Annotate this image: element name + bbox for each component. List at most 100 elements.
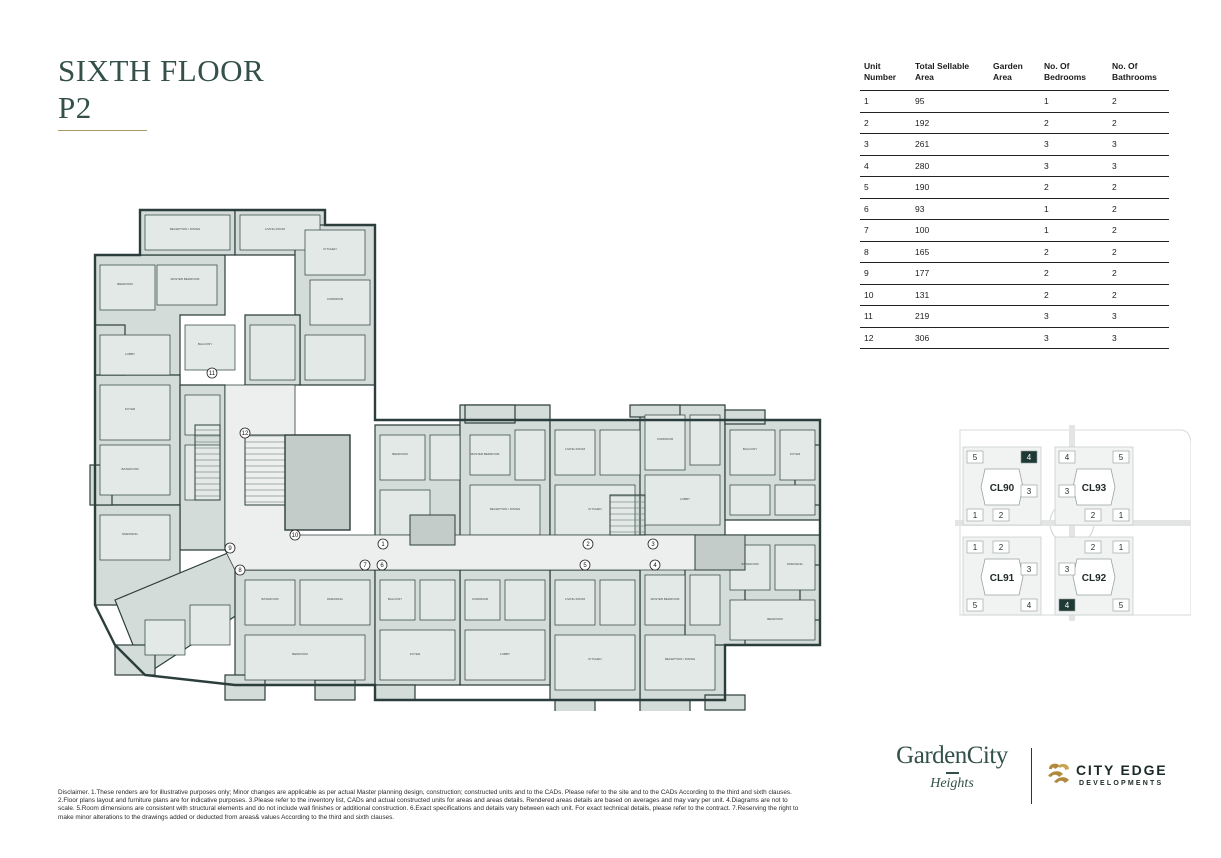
room	[144, 214, 231, 251]
cell-unit-number: 9	[860, 262, 911, 285]
room-label: RECEPTION / DINING	[170, 227, 201, 231]
cell-garden-area	[989, 305, 1040, 328]
keymap-building-label: CL90	[990, 483, 1015, 494]
unit-marker-label: 2	[586, 542, 590, 548]
room	[249, 324, 296, 381]
unit-marker-circle	[582, 538, 594, 550]
keymap-building-label: CL92	[1082, 573, 1107, 584]
unit-marker-label: 6	[380, 563, 384, 569]
unit-marker-label: 11	[209, 371, 216, 377]
unit-marker-circle	[377, 538, 389, 550]
keymap-building-core	[1072, 558, 1116, 596]
cell-bedrooms: 3	[1040, 133, 1108, 156]
keymap-unit-number: 3	[1027, 487, 1032, 496]
room	[729, 599, 816, 641]
room	[244, 634, 366, 681]
cell-unit-number: 2	[860, 112, 911, 134]
keymap-building-core	[980, 468, 1024, 506]
stair-core	[244, 434, 286, 506]
page-title: SIXTH FLOOR P2	[58, 52, 264, 126]
cell-unit-number: 5	[860, 176, 911, 199]
room-label: BEDROOM	[292, 652, 308, 656]
unit-marker: 10	[289, 529, 301, 541]
header-sellable-area: Total Sellable Area	[911, 58, 989, 91]
title-underline	[58, 130, 147, 131]
cell-sellable-area: 192	[911, 112, 989, 134]
keymap-unit-box	[992, 540, 1010, 554]
cell-bedrooms: 2	[1040, 112, 1108, 134]
room-label: MASTER BEDROOM	[471, 452, 500, 456]
room-label: MASTER BEDROOM	[171, 277, 200, 281]
room	[184, 324, 236, 371]
units-table: Unit Number Total Sellable Area Garden A…	[860, 58, 1169, 349]
cell-unit-number: 1	[860, 90, 911, 113]
keymap-unit-number: 3	[1065, 487, 1070, 496]
cell-unit-number: 12	[860, 327, 911, 349]
cell-unit-number: 7	[860, 219, 911, 242]
room-label: LOBBY	[125, 352, 135, 356]
cell-sellable-area: 93	[911, 198, 989, 220]
unit-marker: 2	[582, 538, 594, 550]
title-block: P2	[58, 90, 92, 125]
keymap-unit-box	[1020, 598, 1038, 612]
room-label: LOBBY	[500, 652, 510, 656]
room-label: BEDROOM	[767, 617, 783, 621]
keymap-unit-box	[1112, 450, 1130, 464]
table-header-row: Unit Number Total Sellable Area Garden A…	[860, 58, 1169, 91]
room	[304, 229, 366, 276]
unit-marker-circle	[234, 564, 246, 576]
header-bathrooms: No. Of Bathrooms	[1108, 58, 1169, 91]
gardencity-wordmark: GardenCity	[896, 742, 1008, 769]
room-label: RECEPTION / DINING	[665, 657, 696, 661]
unit-marker-label: 4	[653, 563, 657, 569]
keymap-unit-number: 2	[1091, 511, 1096, 520]
room	[464, 579, 501, 621]
room-label: KITCHEN	[323, 247, 336, 251]
keymap-unit-box	[1058, 450, 1076, 464]
keymap-unit-box	[966, 450, 984, 464]
room-label: BEDROOM	[392, 452, 408, 456]
cityedge-wordmark: CITY EDGE	[1076, 762, 1168, 778]
cell-garden-area	[989, 262, 1040, 285]
room	[469, 484, 541, 536]
room	[144, 619, 186, 656]
room-label: BATHROOM	[741, 562, 759, 566]
room	[156, 264, 218, 306]
room-label: FOYER	[410, 652, 421, 656]
room	[554, 579, 596, 626]
cell-garden-area	[989, 219, 1040, 242]
unit-marker-label: 8	[238, 568, 242, 574]
room	[729, 429, 776, 476]
room-label: CORRIDOR	[657, 437, 674, 441]
cell-sellable-area: 306	[911, 327, 989, 349]
cell-bedrooms: 2	[1040, 176, 1108, 199]
unit-marker: 12	[239, 427, 251, 439]
disclaimer-text: Disclaimer. 1.These renders are for illu…	[58, 789, 799, 821]
unit-marker-label: 7	[363, 563, 367, 569]
cell-bedrooms: 1	[1040, 90, 1108, 113]
room-label: LIVING ROOM	[565, 447, 586, 451]
cell-unit-number: 8	[860, 241, 911, 263]
cell-bedrooms: 2	[1040, 284, 1108, 306]
room	[689, 574, 721, 626]
room	[779, 429, 816, 481]
keymap-unit-box	[1084, 540, 1102, 554]
room	[554, 429, 596, 476]
keymap-unit-box	[966, 598, 984, 612]
cell-sellable-area: 261	[911, 133, 989, 156]
unit-marker: 9	[224, 542, 236, 554]
room	[244, 579, 296, 626]
keymap-unit-box	[1020, 450, 1038, 464]
room	[99, 384, 171, 441]
keymap-unit-number: 1	[973, 511, 978, 520]
cell-garden-area	[989, 90, 1040, 113]
cell-bathrooms: 2	[1108, 284, 1169, 306]
